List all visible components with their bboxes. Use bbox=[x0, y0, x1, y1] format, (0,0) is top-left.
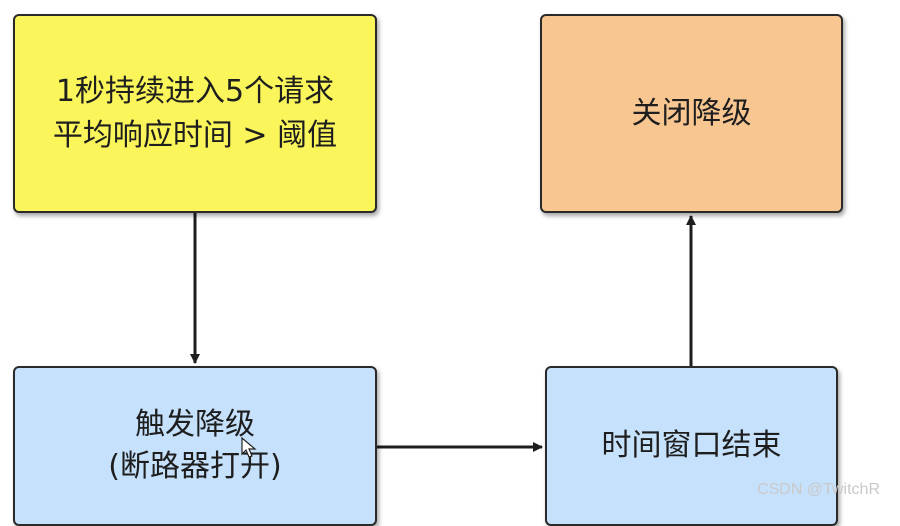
node-trigger-degrade-line-2: (断路器打开) bbox=[108, 449, 282, 484]
node-trigger-condition: 1秒持续进入5个请求 平均响应时间 > 阈值 bbox=[13, 14, 377, 213]
watermark: CSDN @TwitchR bbox=[757, 481, 880, 498]
node-trigger-degrade: 触发降级 (断路器打开) bbox=[13, 366, 377, 526]
connector-layer bbox=[190, 213, 696, 452]
node-trigger-degrade-line-1: 触发降级 bbox=[135, 407, 255, 442]
node-window-end: 时间窗口结束 bbox=[545, 366, 838, 526]
node-window-end-label: 时间窗口结束 bbox=[601, 428, 782, 463]
node-close-degrade-label: 关闭降级 bbox=[631, 95, 752, 131]
mouse-cursor-icon bbox=[241, 437, 257, 458]
node-trigger-condition-line-1: 1秒持续进入5个请求 bbox=[55, 73, 335, 109]
node-trigger-condition-line-2: 平均响应时间 > 阈值 bbox=[52, 117, 338, 153]
node-close-degrade: 关闭降级 bbox=[540, 14, 843, 213]
